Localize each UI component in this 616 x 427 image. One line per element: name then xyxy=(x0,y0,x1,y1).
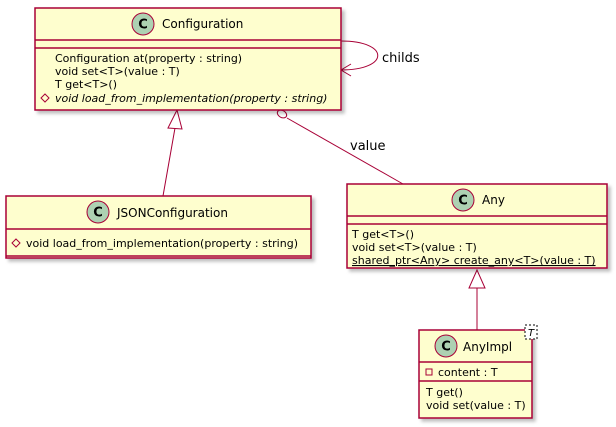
value-label: value xyxy=(350,139,386,154)
class-json-configuration: C JSONConfiguration void load_from_imple… xyxy=(5,195,312,259)
class-any: C Any T get<T>() void set<T>(value : T) … xyxy=(346,183,608,269)
svg-text:C: C xyxy=(441,340,451,355)
method: T get() xyxy=(425,386,463,399)
method: void set(value : T) xyxy=(426,399,526,412)
template-parameter-box: T xyxy=(524,324,538,340)
svg-text:T: T xyxy=(528,328,535,339)
json-config-inheritance-line xyxy=(162,127,176,197)
anyimpl-inheritance-arrowhead xyxy=(468,268,486,289)
static-method: shared_ptr<Any> create_any<T>(value : T) xyxy=(352,254,596,267)
childs-label: childs xyxy=(382,51,420,66)
field: content : T xyxy=(438,366,498,379)
svg-text:C: C xyxy=(138,18,148,33)
class-name: JSONConfiguration xyxy=(116,206,228,220)
class-icon: C xyxy=(434,334,458,358)
method: T get<T>() xyxy=(54,78,117,91)
method: Configuration at(property : string) xyxy=(55,52,242,65)
value-aggregation-line xyxy=(286,117,404,185)
class-icon: C xyxy=(86,200,110,224)
class-icon: C xyxy=(451,188,475,212)
class-name: Configuration xyxy=(162,17,243,31)
class-name: Any xyxy=(482,193,505,207)
method: void set<T>(value : T) xyxy=(55,65,180,78)
childs-self-association xyxy=(340,40,379,71)
class-icon: C xyxy=(131,12,155,36)
protected-visibility-icon xyxy=(40,93,50,103)
value-aggregation-diamond xyxy=(276,109,288,119)
class-configuration: C Configuration Configuration at(propert… xyxy=(34,7,342,111)
private-visibility-icon xyxy=(425,368,433,376)
method: T get<T>() xyxy=(351,228,414,241)
method: void set<T>(value : T) xyxy=(352,241,477,254)
class-name: AnyImpl xyxy=(463,340,512,354)
method: void load_from_implementation(property :… xyxy=(26,237,298,250)
method: void load_from_implementation(property :… xyxy=(55,92,327,105)
class-anyimpl: C AnyImpl T content : T T get() void set… xyxy=(418,324,538,419)
svg-text:C: C xyxy=(93,206,103,221)
json-config-inheritance-arrowhead xyxy=(167,108,183,130)
protected-visibility-icon xyxy=(11,238,21,248)
svg-text:C: C xyxy=(458,194,468,209)
